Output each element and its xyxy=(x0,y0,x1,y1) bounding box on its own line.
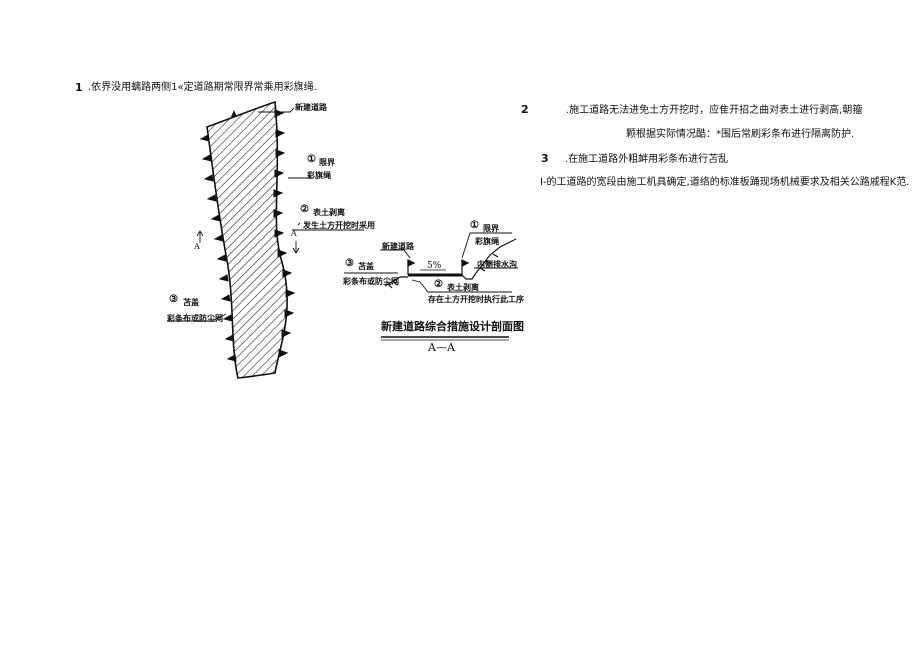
plan-label-circle-2: ② xyxy=(300,204,309,215)
section-profile xyxy=(384,238,517,289)
plan-label-flag-rope: 彩旗绳 xyxy=(307,170,331,180)
section-label-new-road: 新建道路 xyxy=(382,241,414,251)
item-3-number: 3 xyxy=(541,152,549,165)
item-2-text-continued: 颗根据实际情况酷：*围后常刷彩条布进行隔离防护. xyxy=(626,129,855,140)
item-2-number: 2 xyxy=(521,103,529,116)
plan-label-new-road: 新建道路 xyxy=(295,102,327,112)
item-3-text: .在施工道路外粗衅用彩条布进行苫乱 xyxy=(565,154,729,165)
plan-label-topsoil: 表土剥离 xyxy=(313,207,345,217)
item-2-text: .施工道路无法进免土方开挖时，应隹开招之曲对表土进行剥高,朝籀 xyxy=(566,105,863,116)
section-label-drain: 内侧排水沟 xyxy=(477,259,517,269)
section-label-limit: 限界 xyxy=(483,223,499,233)
plan-left-teeth xyxy=(199,134,237,362)
plan-label-circle-3: ③ xyxy=(169,294,178,305)
section-label-topsoil-sub: 存在土方开挖时执行此工序 xyxy=(428,294,524,304)
section-label-flag-rope: 彩旗绳 xyxy=(475,236,499,246)
plan-mark-a-right: A xyxy=(291,229,297,238)
plan-label-topsoil-sub: 发生土方开挖时采用 xyxy=(303,220,375,230)
note-text: I-的工道路的宽段由施工机具确定,道络的标准板踊现场机械要求及相关公路戚程K范. xyxy=(540,177,910,188)
plan-label-circle-1: ① xyxy=(307,154,316,165)
section-title: 新建道路综合措施设计剖面图 xyxy=(381,320,524,333)
section-label-circle-3: ③ xyxy=(345,258,354,269)
plan-label-cover-sub: 彩条布或防尘网 xyxy=(167,313,223,323)
section-label-topsoil: 表土剥离 xyxy=(447,282,479,292)
section-label-cover-sub: 彩条布或防尘网 xyxy=(343,276,399,286)
section-label-circle-1: ① xyxy=(470,220,479,231)
plan-mark-a-left: A xyxy=(194,242,200,251)
item-1-number: 1 xyxy=(75,81,83,94)
section-label-slope: 5% xyxy=(427,261,442,271)
section-subtitle: A—A xyxy=(428,341,455,354)
item-1-text: .依界没用螭路两侧1«定道路期常限界常乘用彩旗绳. xyxy=(88,82,317,93)
section-label-circle-2: ② xyxy=(434,279,443,290)
section-label-cover: 苫盖 xyxy=(358,261,374,271)
plan-label-limit: 限界 xyxy=(319,157,335,167)
plan-label-cover: 苫盖 xyxy=(183,297,199,307)
